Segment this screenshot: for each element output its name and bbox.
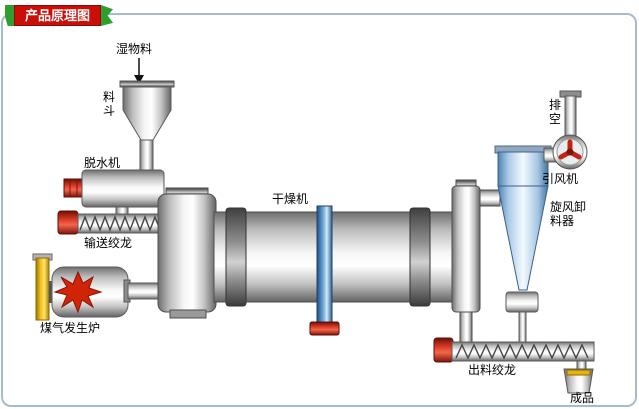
screw-flights-icon <box>79 215 171 232</box>
exhaust-stack-shape <box>564 95 577 139</box>
label-draft-fan: 引风机 <box>542 172 579 186</box>
header-badge: 产品原理图 <box>5 5 114 26</box>
label-gas-furnace: 煤气发生炉 <box>40 321 101 335</box>
gas-furnace-shape <box>32 253 163 321</box>
label-discharge-auger: 出料绞龙 <box>468 363 517 377</box>
product-bucket-shape <box>563 368 594 394</box>
badge-trim-right-icon <box>101 5 114 26</box>
riding-ring-left-icon <box>225 207 247 307</box>
riding-ring-right-icon <box>409 207 431 307</box>
label-cyclone-discharger: 旋风卸料器 <box>550 200 587 228</box>
flame-icon <box>53 270 103 314</box>
hopper-shape <box>119 80 175 173</box>
wet-material-arrow-icon <box>134 58 144 84</box>
label-finished-product: 成品 <box>570 391 595 405</box>
label-dryer: 干燥机 <box>272 192 309 206</box>
cyclone-shape <box>494 145 552 347</box>
label-dewaterer: 脱水机 <box>84 156 121 170</box>
badge-trim-left-icon <box>5 5 14 26</box>
dewaterer-shape <box>63 169 165 217</box>
label-wet-material: 湿物料 <box>116 42 153 56</box>
feed-auger-shape <box>57 210 173 235</box>
dryer-drum-shape <box>157 179 501 345</box>
draft-fan-shape <box>543 90 588 170</box>
label-hopper: 料斗 <box>103 90 116 118</box>
drum-support-shape <box>309 205 340 336</box>
label-exhaust: 排空 <box>549 98 562 126</box>
screw-flights-icon <box>455 343 589 360</box>
label-feed-auger: 输送绞龙 <box>84 236 133 250</box>
page-title: 产品原理图 <box>14 5 102 26</box>
